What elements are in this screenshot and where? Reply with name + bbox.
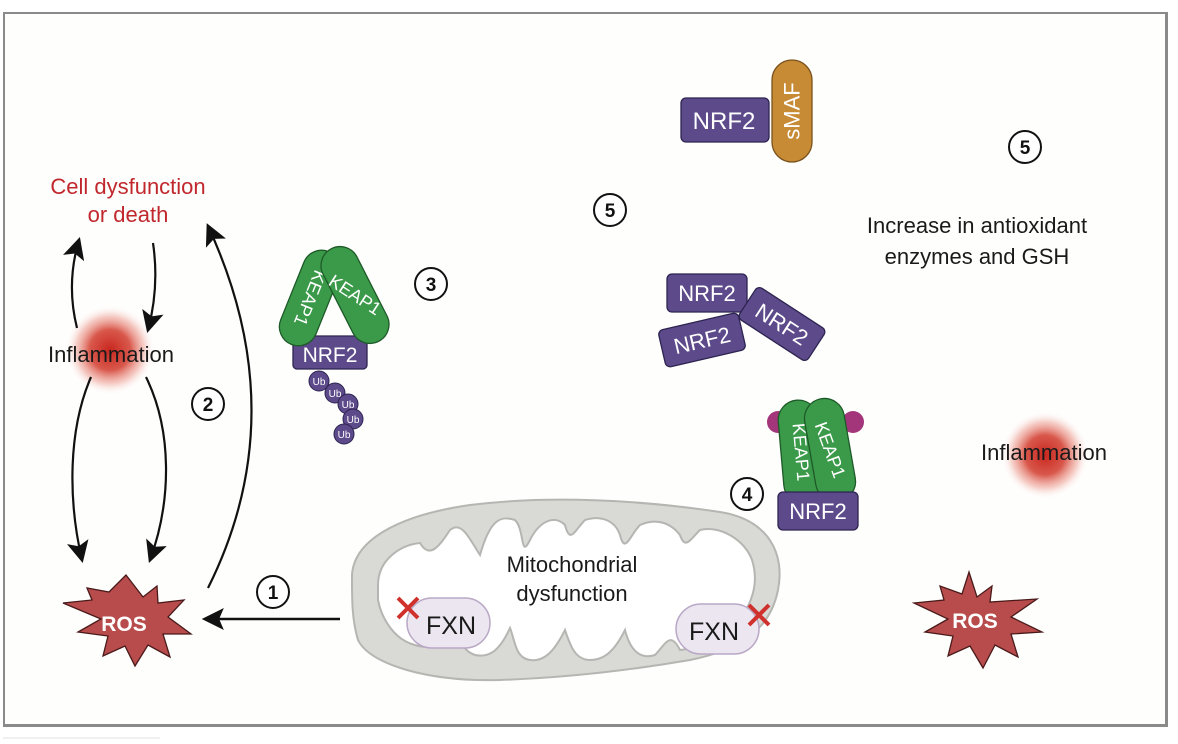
antioxidant-outcome-line2: enzymes and GSH	[885, 244, 1070, 269]
svg-text:5: 5	[605, 201, 616, 222]
ros-label-left: ROS	[101, 613, 147, 636]
free-nrf2-group: NRF2 NRF2 NRF2	[658, 273, 826, 368]
fxn-protein-left: FXN	[406, 597, 491, 649]
keap1-nrf2-modified-complex: KEAP1 KEAP1 NRF2	[767, 397, 864, 531]
mitochondrial-dysfunction-line1: Mitochondrial	[507, 552, 638, 577]
keap1-nrf2-degradation-complex: NRF2 KEAP1 KEAP1 Ub Ub Ub Ub Ub	[278, 245, 390, 445]
nrf2-label-smaf: NRF2	[693, 108, 756, 135]
cell-dysfunction-label-line2: or death	[88, 202, 169, 227]
svg-text:5: 5	[1020, 138, 1031, 159]
arrow-ros-to-dysfunction	[205, 223, 253, 589]
inflammation-glow-right	[1001, 411, 1089, 499]
nrf2-label-step3: NRF2	[303, 344, 358, 367]
nrf2-box-step4	[777, 491, 859, 531]
step-badge-1: 1	[256, 575, 290, 609]
ubiquitin-1: Ub	[308, 370, 330, 392]
svg-text:2: 2	[203, 395, 214, 416]
arrow-inflammation-to-ros-left	[67, 376, 93, 564]
cross-icon-right	[747, 603, 771, 627]
cross-icon-left	[396, 596, 420, 620]
nrf2-label-step4: NRF2	[789, 499, 846, 524]
fxn-label-right: FXN	[689, 618, 739, 646]
step-badge-4: 4	[730, 477, 764, 511]
svg-text:1: 1	[268, 583, 279, 604]
svg-text:Ub: Ub	[329, 389, 342, 400]
ubiquitin-chain: Ub Ub Ub Ub Ub	[308, 370, 364, 445]
svg-text:Ub: Ub	[342, 400, 355, 411]
mitochondrial-dysfunction-line2: dysfunction	[516, 581, 627, 606]
nrf2-free-3: NRF2	[738, 287, 826, 361]
svg-text:Ub: Ub	[347, 415, 360, 426]
inflammation-label-left: Inflammation	[48, 342, 174, 367]
svg-text:Ub: Ub	[338, 430, 351, 441]
nrf2-box-step3	[292, 335, 368, 370]
arrow-inflammation-to-dysfunction	[63, 236, 85, 329]
svg-text:3: 3	[426, 275, 437, 296]
antioxidant-outcome-line1: Increase in antioxidant	[867, 213, 1087, 238]
step-badge-5-left: 5	[593, 193, 627, 227]
fxn-label-left: FXN	[426, 612, 476, 640]
keap1-right-step4: KEAP1	[803, 397, 857, 503]
ros-burst-right: ROS	[911, 569, 1045, 670]
ros-label-right: ROS	[952, 610, 998, 633]
modification-dot-right	[842, 411, 864, 433]
fxn-protein-right: FXN	[675, 603, 760, 655]
arrow-inflammation-to-ros-right	[145, 376, 168, 563]
cell-dysfunction-label-line1: Cell dysfunction	[50, 174, 205, 199]
nrf2-box-smaf	[680, 97, 770, 143]
ros-burst-left: ROS	[62, 574, 193, 668]
svg-text:Ub: Ub	[313, 377, 326, 388]
inflammation-glow-left	[65, 305, 155, 395]
caption-divider	[3, 737, 160, 739]
ubiquitin-5: Ub	[333, 423, 355, 445]
nrf2-free-2: NRF2	[658, 312, 746, 368]
svg-text:NRF2: NRF2	[678, 281, 735, 306]
nrf2-free-1: NRF2	[666, 273, 748, 313]
step-badge-3: 3	[414, 267, 448, 301]
smaf-label: sMAF	[780, 82, 805, 139]
smaf-box	[771, 59, 813, 163]
inflammation-label-right: Inflammation	[981, 440, 1107, 465]
svg-text:4: 4	[742, 485, 753, 506]
arrow-dysfunction-to-inflammation	[142, 242, 164, 334]
step-badge-5-right: 5	[1008, 130, 1042, 164]
step-badge-2: 2	[191, 387, 225, 421]
nrf2-smaf-complex: NRF2 sMAF	[680, 59, 813, 163]
